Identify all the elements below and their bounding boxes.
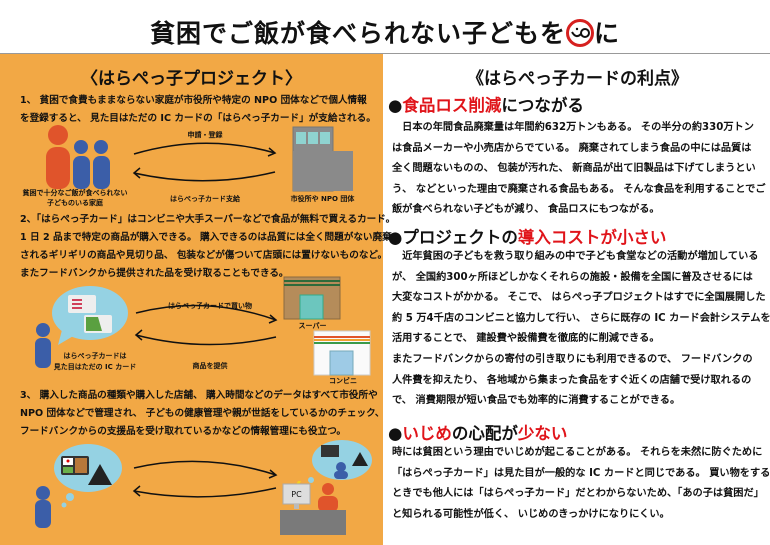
pc-icon: [282, 483, 311, 509]
operator-icon: [318, 483, 338, 512]
thought-bubble-lunch: [54, 444, 122, 508]
arrow-right: [133, 142, 276, 155]
family-icon: [46, 125, 110, 189]
project-heading: 〈はらぺっ子プロジェクト〉: [81, 69, 302, 89]
diagram-shopping: [35, 276, 371, 376]
benefit2-text: 近年貧困の子どもを救う取り組みの中で子ども食堂などの活動が増加しているが、 全国…: [392, 251, 770, 407]
label-issue: はらぺっ子カード支給: [170, 195, 240, 203]
person-icon: [35, 486, 51, 528]
person-icon: [35, 323, 51, 368]
arrow-left: [135, 334, 277, 346]
desk-icon: [280, 510, 346, 535]
label-shopping: はらぺっ子カードで買い物: [168, 302, 252, 310]
arrow-left: [133, 487, 277, 498]
arrow-left: [133, 171, 276, 182]
supermarket-icon: [283, 276, 341, 320]
convenience-store-icon: [313, 330, 371, 376]
office-building-icon: [292, 126, 353, 192]
supermarket-caption: スーパー: [298, 322, 327, 330]
benefit1-text: 日本の年間食品廃棄量は年間約632万トンもある。 その半分の約330万トンは食品…: [392, 122, 766, 216]
conbini-caption: コンビニ: [329, 377, 357, 385]
diagram-data-management: [35, 440, 372, 535]
label-provide: 商品を提供: [192, 362, 228, 370]
step2-text: 2、「はらぺっ子カード」はコンビニや大手スーパーなどで食品が無料で買えるカード。…: [20, 214, 396, 279]
step1-text: 1、 貧困で食費もままならない家庭が市役所や特定の NPO 団体などで個人情報を…: [20, 95, 376, 124]
divider: [0, 53, 770, 54]
arrow-right: [135, 304, 277, 321]
card-caption: はらぺっ子カードは見た目はただの IC カード: [53, 352, 137, 371]
benefit1-heading: ●食品ロス削減につながる: [388, 96, 584, 115]
benefit3-text: 時には貧困という理由でいじめが起こることがある。 それらを未然に防ぐために「はら…: [392, 447, 770, 520]
thought-bubble: [52, 286, 128, 345]
diagram-registration: [46, 125, 353, 192]
family-caption: 貧困で十分なご飯が食べられない子どものいる家庭: [22, 189, 128, 207]
arrow-right: [133, 460, 277, 476]
office-caption: 市役所や NPO 団体: [290, 195, 355, 203]
pc-label: PC: [291, 490, 302, 499]
label-apply: 申請・登録: [187, 131, 223, 139]
benefit3-heading: ●いじめの心配が少ない: [388, 424, 568, 443]
thought-bubble-staff: [308, 440, 372, 483]
poster-title: 貧困でご飯が食べられない子どもをに: [149, 19, 621, 48]
smile-logo-icon: [566, 19, 594, 47]
benefit2-heading: ●プロジェクトの導入コストが小さい: [388, 228, 667, 247]
benefits-heading: 《はらぺっ子カードの利点》: [467, 69, 688, 89]
